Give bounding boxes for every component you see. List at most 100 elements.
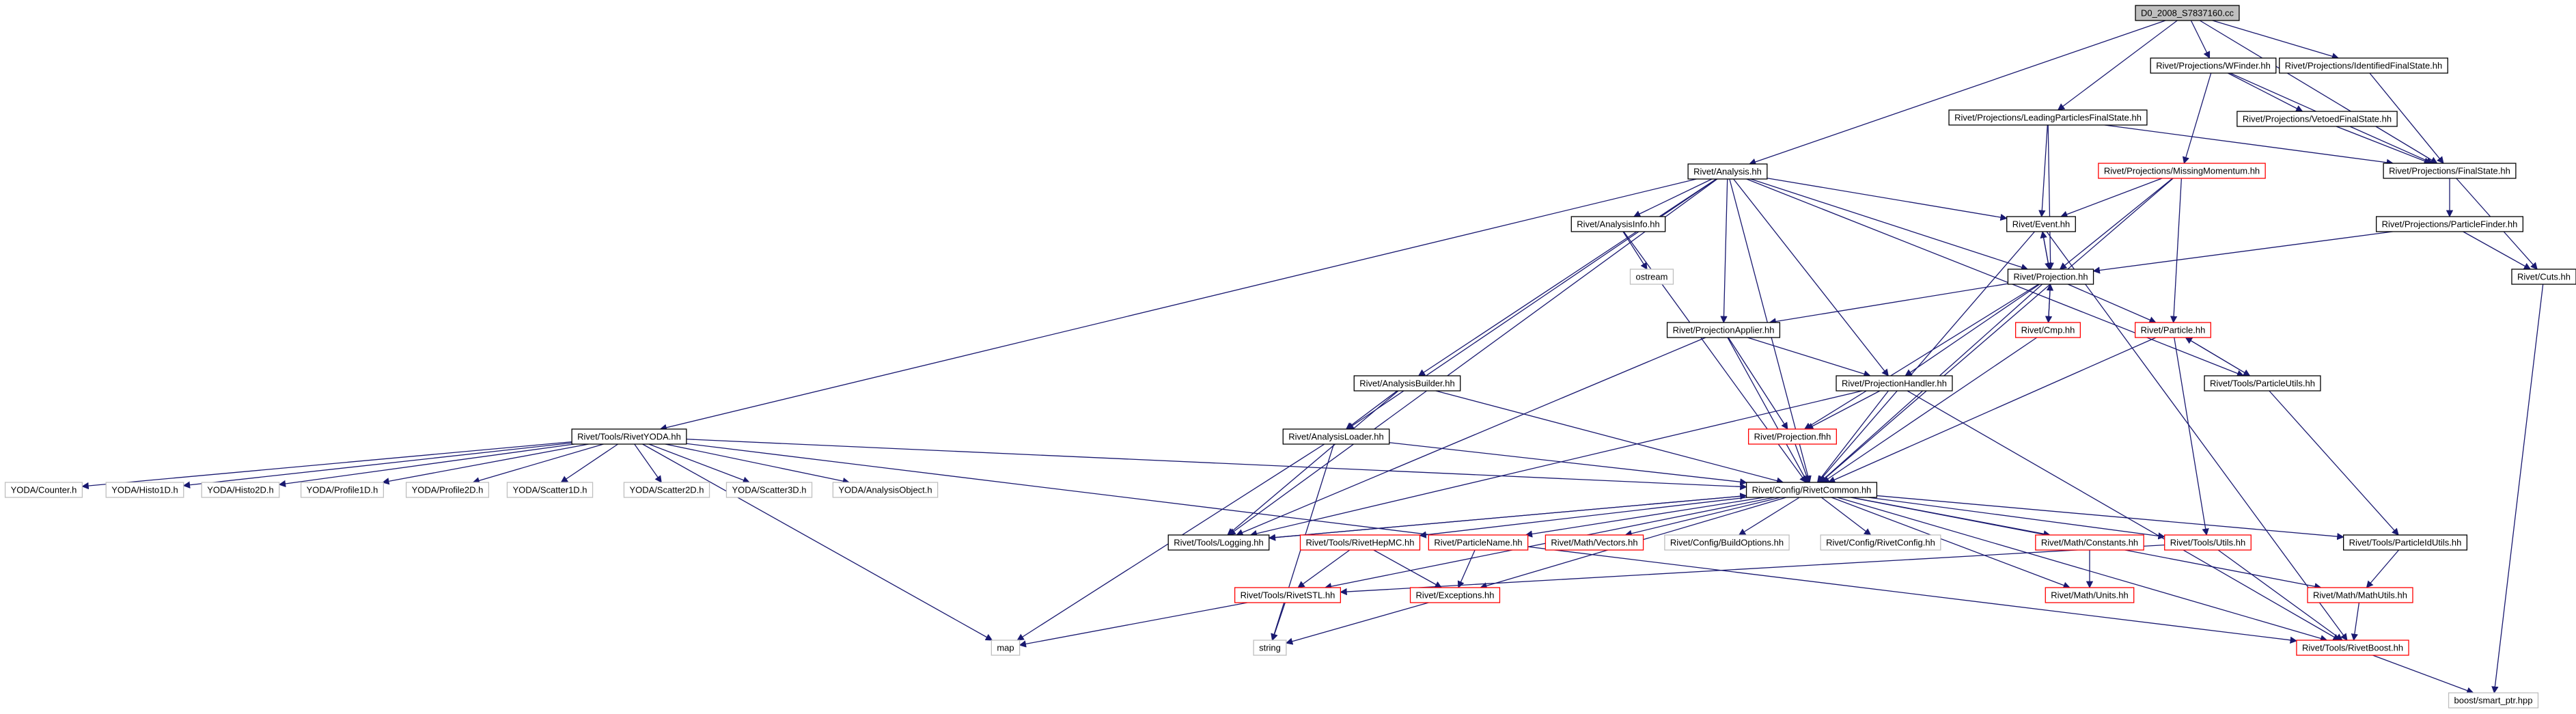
edge-analysisloader-to-rivetcommon: [1389, 442, 1747, 486]
node-ostream: ostream: [1629, 269, 1674, 285]
edge-projapplier-to-projfhh: [1728, 337, 1788, 430]
node-label: Rivet/Particle.hh: [2141, 325, 2206, 335]
node-box: [2135, 322, 2211, 338]
edge-projfhh-to-rivetcommon: [1795, 443, 1810, 483]
edge-projhandler-to-rivetboost: [1907, 390, 2340, 641]
node-box: [2448, 692, 2539, 709]
node-box: [1666, 322, 1781, 338]
edge-rivetyoda-to-profile1d: [382, 443, 589, 485]
node-label: Rivet/Projections/LeadingParticlesFinalS…: [1954, 113, 2142, 123]
node-units[interactable]: Rivet/Math/Units.hh: [2045, 587, 2135, 603]
node-rivetboost[interactable]: Rivet/Tools/RivetBoost.hh: [2296, 640, 2409, 656]
node-wfinder[interactable]: Rivet/Projections/WFinder.hh: [2150, 57, 2277, 74]
node-histo2d: YODA/Histo2D.h: [201, 482, 280, 498]
node-root[interactable]: D0_2008_S7837160.cc: [2135, 5, 2240, 21]
node-box: [1570, 216, 1666, 232]
node-box: [1253, 640, 1287, 656]
node-box: [1545, 534, 1644, 551]
edge-rivetyoda-to-rivetcommon: [686, 439, 1747, 491]
node-box: [1234, 587, 1342, 603]
edge-rivetyoda-to-histo2d: [278, 443, 574, 488]
node-analysisbuilder[interactable]: Rivet/AnalysisBuilder.hh: [1353, 375, 1461, 392]
node-hepmc[interactable]: Rivet/Tools/RivetHepMC.hh: [1299, 534, 1421, 551]
node-box: [1664, 534, 1790, 551]
node-exceptions[interactable]: Rivet/Exceptions.hh: [1409, 587, 1501, 603]
node-projhandler[interactable]: Rivet/ProjectionHandler.hh: [1836, 375, 1953, 392]
node-box: [2164, 534, 2252, 551]
node-lpfs[interactable]: Rivet/Projections/LeadingParticlesFinalS…: [1948, 109, 2148, 126]
node-vectors[interactable]: Rivet/Math/Vectors.hh: [1545, 534, 1644, 551]
node-missmom[interactable]: Rivet/Projections/MissingMomentum.hh: [2098, 163, 2266, 179]
edge-rivetcommon-to-units: [1831, 497, 2071, 589]
node-label: Rivet/ProjectionApplier.hh: [1673, 325, 1775, 335]
edge-root-to-finalstate: [2199, 20, 2438, 164]
node-box: [1299, 534, 1421, 551]
node-partfinder[interactable]: Rivet/Projections/ParticleFinder.hh: [2375, 216, 2524, 232]
node-idfs[interactable]: Rivet/Projections/IdentifiedFinalState.h…: [2279, 57, 2448, 74]
node-box: [2383, 163, 2517, 179]
node-particleidutils[interactable]: Rivet/Tools/ParticleIdUtils.hh: [2342, 534, 2468, 551]
node-box: [725, 482, 813, 498]
edge-analysis-to-event: [1767, 178, 2008, 221]
edge-rivetcommon-to-particlename: [1525, 497, 1764, 538]
node-rivetstl[interactable]: Rivet/Tools/RivetSTL.hh: [1234, 587, 1342, 603]
node-analysis[interactable]: Rivet/Analysis.hh: [1687, 163, 1768, 180]
edge-lpfs-to-projection: [2047, 124, 2054, 271]
node-particle[interactable]: Rivet/Particle.hh: [2135, 322, 2211, 338]
node-analysisinfo[interactable]: Rivet/AnalysisInfo.hh: [1570, 216, 1666, 232]
node-particleutils[interactable]: Rivet/Tools/ParticleUtils.hh: [2204, 375, 2321, 392]
node-logging[interactable]: Rivet/Tools/Logging.hh: [1167, 534, 1270, 551]
node-constants[interactable]: Rivet/Math/Constants.hh: [2035, 534, 2144, 551]
edge-rivetyoda-to-scatter1d: [560, 443, 619, 483]
edge-root-to-idfs: [2212, 20, 2340, 60]
edge-lpfs-to-event: [2038, 124, 2048, 218]
edge-particleidutils-to-mathutils: [2366, 549, 2400, 588]
node-box: [1687, 163, 1768, 180]
node-label: Rivet/Math/MathUtils.hh: [2313, 590, 2407, 601]
node-label: Rivet/AnalysisBuilder.hh: [1359, 379, 1454, 389]
node-event[interactable]: Rivet/Event.hh: [2006, 216, 2076, 232]
node-utils[interactable]: Rivet/Tools/Utils.hh: [2164, 534, 2252, 551]
edge-cuts-to-smartptr: [2491, 284, 2544, 694]
node-label: YODA/Profile2D.h: [412, 485, 484, 495]
node-label: Rivet/Projections/MissingMomentum.hh: [2104, 166, 2260, 176]
node-cuts[interactable]: Rivet/Cuts.hh: [2511, 269, 2576, 285]
edge-rivetcommon-to-rivetboost: [1837, 497, 2328, 642]
edge-analysis-to-analysisloader: [1346, 178, 1717, 430]
node-box: [2236, 111, 2398, 127]
edge-analysis-to-projection: [1750, 178, 2029, 271]
node-box: [2150, 57, 2277, 74]
node-rivetyoda[interactable]: Rivet/Tools/RivetYODA.hh: [571, 428, 687, 445]
node-finalstate[interactable]: Rivet/Projections/FinalState.hh: [2383, 163, 2517, 179]
edge-utils-to-rivetstl: [1340, 544, 2165, 596]
edge-missmom-to-rivetcommon: [1819, 178, 2174, 483]
node-label: Rivet/Tools/RivetYODA.hh: [577, 432, 681, 442]
edge-rivetstl-to-string: [1271, 602, 1286, 641]
edge-missmom-to-projection: [2059, 178, 2173, 270]
node-projfhh[interactable]: Rivet/Projection.fhh: [1747, 428, 1838, 445]
edge-rivetcommon-to-utils: [1868, 497, 2165, 540]
edge-lpfs-to-finalstate: [2104, 124, 2394, 166]
node-analysisloader[interactable]: Rivet/AnalysisLoader.hh: [1282, 428, 1390, 445]
node-particlename[interactable]: Rivet/ParticleName.hh: [1428, 534, 1529, 551]
node-label: Rivet/Tools/RivetSTL.hh: [1241, 590, 1335, 601]
node-label: Rivet/Event.hh: [2012, 219, 2071, 230]
node-projapplier[interactable]: Rivet/ProjectionApplier.hh: [1666, 322, 1781, 338]
node-rivetcommon[interactable]: Rivet/Config/RivetCommon.hh: [1745, 482, 1878, 498]
node-label: Rivet/AnalysisInfo.hh: [1577, 219, 1659, 230]
node-label: Rivet/Tools/Utils.hh: [2170, 538, 2246, 548]
node-histo1d: YODA/Histo1D.h: [105, 482, 184, 498]
node-cmp[interactable]: Rivet/Cmp.hh: [2014, 322, 2081, 338]
node-box: [1747, 428, 1838, 445]
node-mathutils[interactable]: Rivet/Math/MathUtils.hh: [2307, 587, 2413, 603]
edge-analysisbuilder-to-logging: [1227, 390, 1399, 536]
node-label: Rivet/Projection.hh: [2013, 272, 2088, 282]
node-projection[interactable]: Rivet/Projection.hh: [2007, 269, 2094, 285]
edge-projapplier-to-logging: [1236, 337, 1706, 536]
node-label: YODA/AnalysisObject.h: [838, 485, 932, 495]
node-box: [1836, 375, 1953, 392]
edge-root-to-wfinder: [2190, 20, 2211, 59]
node-label: Rivet/Analysis.hh: [1693, 167, 1762, 177]
node-vetofs[interactable]: Rivet/Projections/VetoedFinalState.hh: [2236, 111, 2398, 127]
edge-projhandler-to-projfhh: [1806, 390, 1881, 430]
